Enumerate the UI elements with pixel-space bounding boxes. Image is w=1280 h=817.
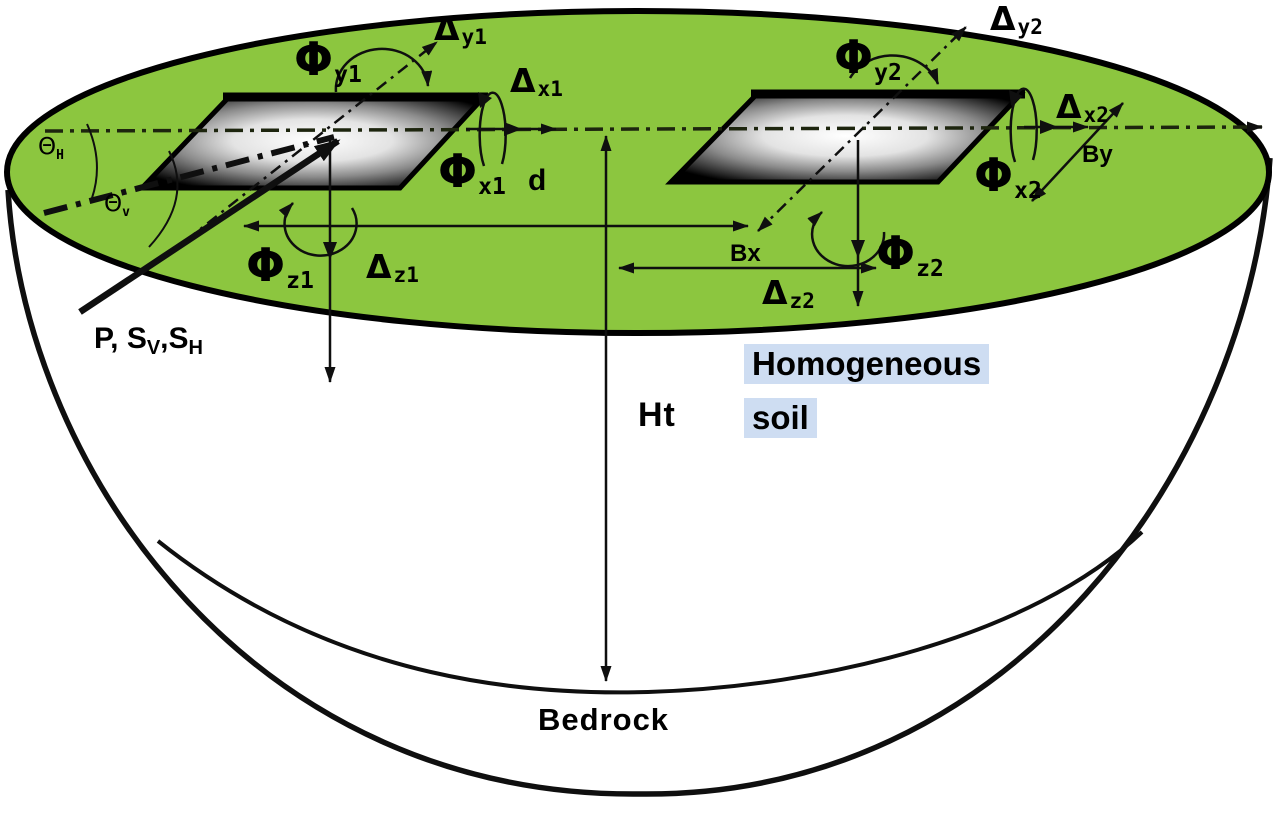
phi-y1-arc bbox=[334, 47, 433, 93]
delta-x1-label: Δx1 bbox=[510, 61, 563, 101]
foundation2-diagonal-axis bbox=[757, 26, 967, 232]
ht-label: Ht bbox=[638, 396, 676, 434]
phi-x1-loop-arrowhead bbox=[478, 92, 492, 108]
by-dimension-arrow bbox=[1031, 102, 1124, 202]
phi-y2-arc bbox=[848, 54, 940, 85]
phi-x2-label: Φx2 bbox=[974, 148, 1042, 204]
load-label: P, SV,SH bbox=[94, 322, 203, 359]
homogeneous-soil-label-line2: soil bbox=[744, 398, 817, 438]
delta-z2-mid-arrowhead bbox=[851, 240, 865, 258]
soil-bowl-outline bbox=[5, 157, 1273, 797]
phi-z2-label: Φz2 bbox=[876, 226, 944, 282]
theta-h-arc bbox=[86, 123, 98, 199]
bx-dimension-label: Bx bbox=[730, 240, 761, 267]
delta-x2-label: Δx2 bbox=[1056, 87, 1109, 127]
sh-direction-dashed-line bbox=[43, 134, 335, 216]
phi-y1-label: Φy1 bbox=[294, 32, 362, 88]
theta-v-label: Θv bbox=[104, 191, 130, 220]
bedrock-label: Bedrock bbox=[538, 702, 670, 737]
phi-y2-label: Φy2 bbox=[834, 30, 902, 86]
by-dimension-label: By bbox=[1082, 141, 1113, 168]
foundation1-diagonal-axis bbox=[164, 41, 438, 258]
soil-bowl-fill bbox=[8, 158, 1270, 795]
phi-z1-label: Φz1 bbox=[246, 238, 314, 294]
p-load-arrow bbox=[78, 138, 341, 315]
delta-y1-label: Δy1 bbox=[434, 9, 487, 49]
delta-x1-mid-arrowhead bbox=[504, 122, 522, 136]
delta-y2-label: Δy2 bbox=[990, 0, 1043, 39]
phi-x2-loop-arrowhead bbox=[1009, 90, 1023, 106]
theta-h-label: ΘH bbox=[38, 134, 64, 163]
delta-z2-label: Δz2 bbox=[762, 273, 815, 313]
phi-x1-loop bbox=[478, 91, 507, 167]
delta-z1-label: Δz1 bbox=[366, 247, 419, 287]
phi-x1-label: Φx1 bbox=[438, 144, 506, 200]
theta-v-arc bbox=[148, 150, 179, 248]
d-dimension-label: d bbox=[528, 164, 547, 197]
homogeneous-soil-label-line1: Homogeneous bbox=[744, 344, 990, 384]
bedrock-curve bbox=[156, 530, 1144, 695]
delta-z1-mid-arrowhead bbox=[323, 242, 337, 260]
